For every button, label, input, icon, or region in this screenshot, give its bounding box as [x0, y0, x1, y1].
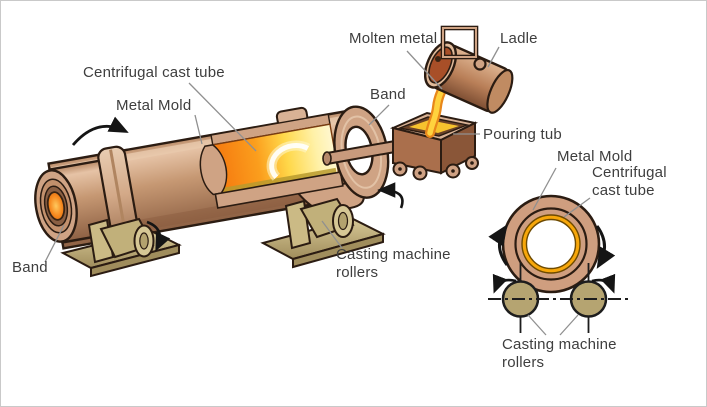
roller-hub	[139, 232, 149, 250]
leader-band-top	[368, 104, 390, 126]
label-pouring-tub: Pouring tub	[483, 126, 562, 143]
roller-rotation-arrow-left	[146, 220, 171, 252]
stand-base-front	[292, 232, 384, 269]
leader-ladle	[487, 46, 500, 68]
cs-roller-arrow-right	[591, 273, 616, 294]
leader-cs-cast-tube	[563, 197, 591, 218]
support-stand-right	[260, 197, 386, 269]
ladle-pivot	[473, 57, 487, 71]
band-ring-left-groove	[109, 149, 129, 241]
machine-illustration	[34, 105, 390, 250]
label-ladle: Ladle	[500, 30, 538, 47]
label-band-left: Band	[12, 259, 48, 276]
ladle-base-cap	[486, 68, 514, 114]
spout-tip	[322, 151, 332, 166]
cutaway-near-lip	[214, 171, 344, 209]
leader-molten-metal	[406, 50, 443, 90]
cross-section-view	[488, 194, 628, 333]
ladle-knob	[435, 56, 441, 62]
cs-rotation-arrow-right	[595, 225, 616, 269]
label-centrifugal-cast-tube: Centrifugal cast tube	[83, 64, 225, 81]
tub-side-face	[440, 121, 476, 175]
tub-wheels	[392, 156, 479, 181]
leader-centrifugal-cast-tube	[188, 82, 257, 152]
label-cs-centrifugal-cast-tube: Centrifugal cast tube	[592, 164, 667, 199]
leader-cs-metal-mold	[532, 167, 557, 211]
leader-cs-roller-right	[559, 314, 579, 336]
mold-rotation-arrow	[71, 116, 129, 146]
mold-bore-glow	[46, 191, 66, 221]
roller-rotation-arrow-right	[377, 182, 404, 209]
leader-rollers-main	[321, 220, 343, 249]
cs-bore	[525, 218, 577, 270]
leader-cs-roller-left	[527, 314, 547, 336]
label-metal-mold: Metal Mold	[116, 97, 192, 114]
roller-hub	[337, 211, 349, 231]
leader-band-left	[44, 224, 65, 263]
label-molten-metal: Molten metal	[349, 30, 438, 47]
label-band-top: Band	[370, 86, 406, 103]
cs-roller-arrow-left	[492, 273, 517, 294]
mold-cutaway	[199, 113, 344, 209]
ladle	[423, 25, 514, 114]
support-stand-left	[60, 217, 182, 278]
leader-metal-mold	[194, 114, 203, 145]
pour-glow-arc	[269, 143, 310, 180]
label-cs-metal-mold: Metal Mold	[557, 148, 633, 165]
label-casting-machine-rollers: Casting machine rollers	[336, 246, 451, 281]
leader-lines	[44, 46, 591, 336]
label-cs-casting-machine-rollers: Casting machine rollers	[502, 336, 617, 371]
cutaway-wall-thickness	[199, 144, 228, 196]
cs-rotation-arrow-left	[488, 224, 509, 266]
ladle-frame	[442, 27, 477, 58]
